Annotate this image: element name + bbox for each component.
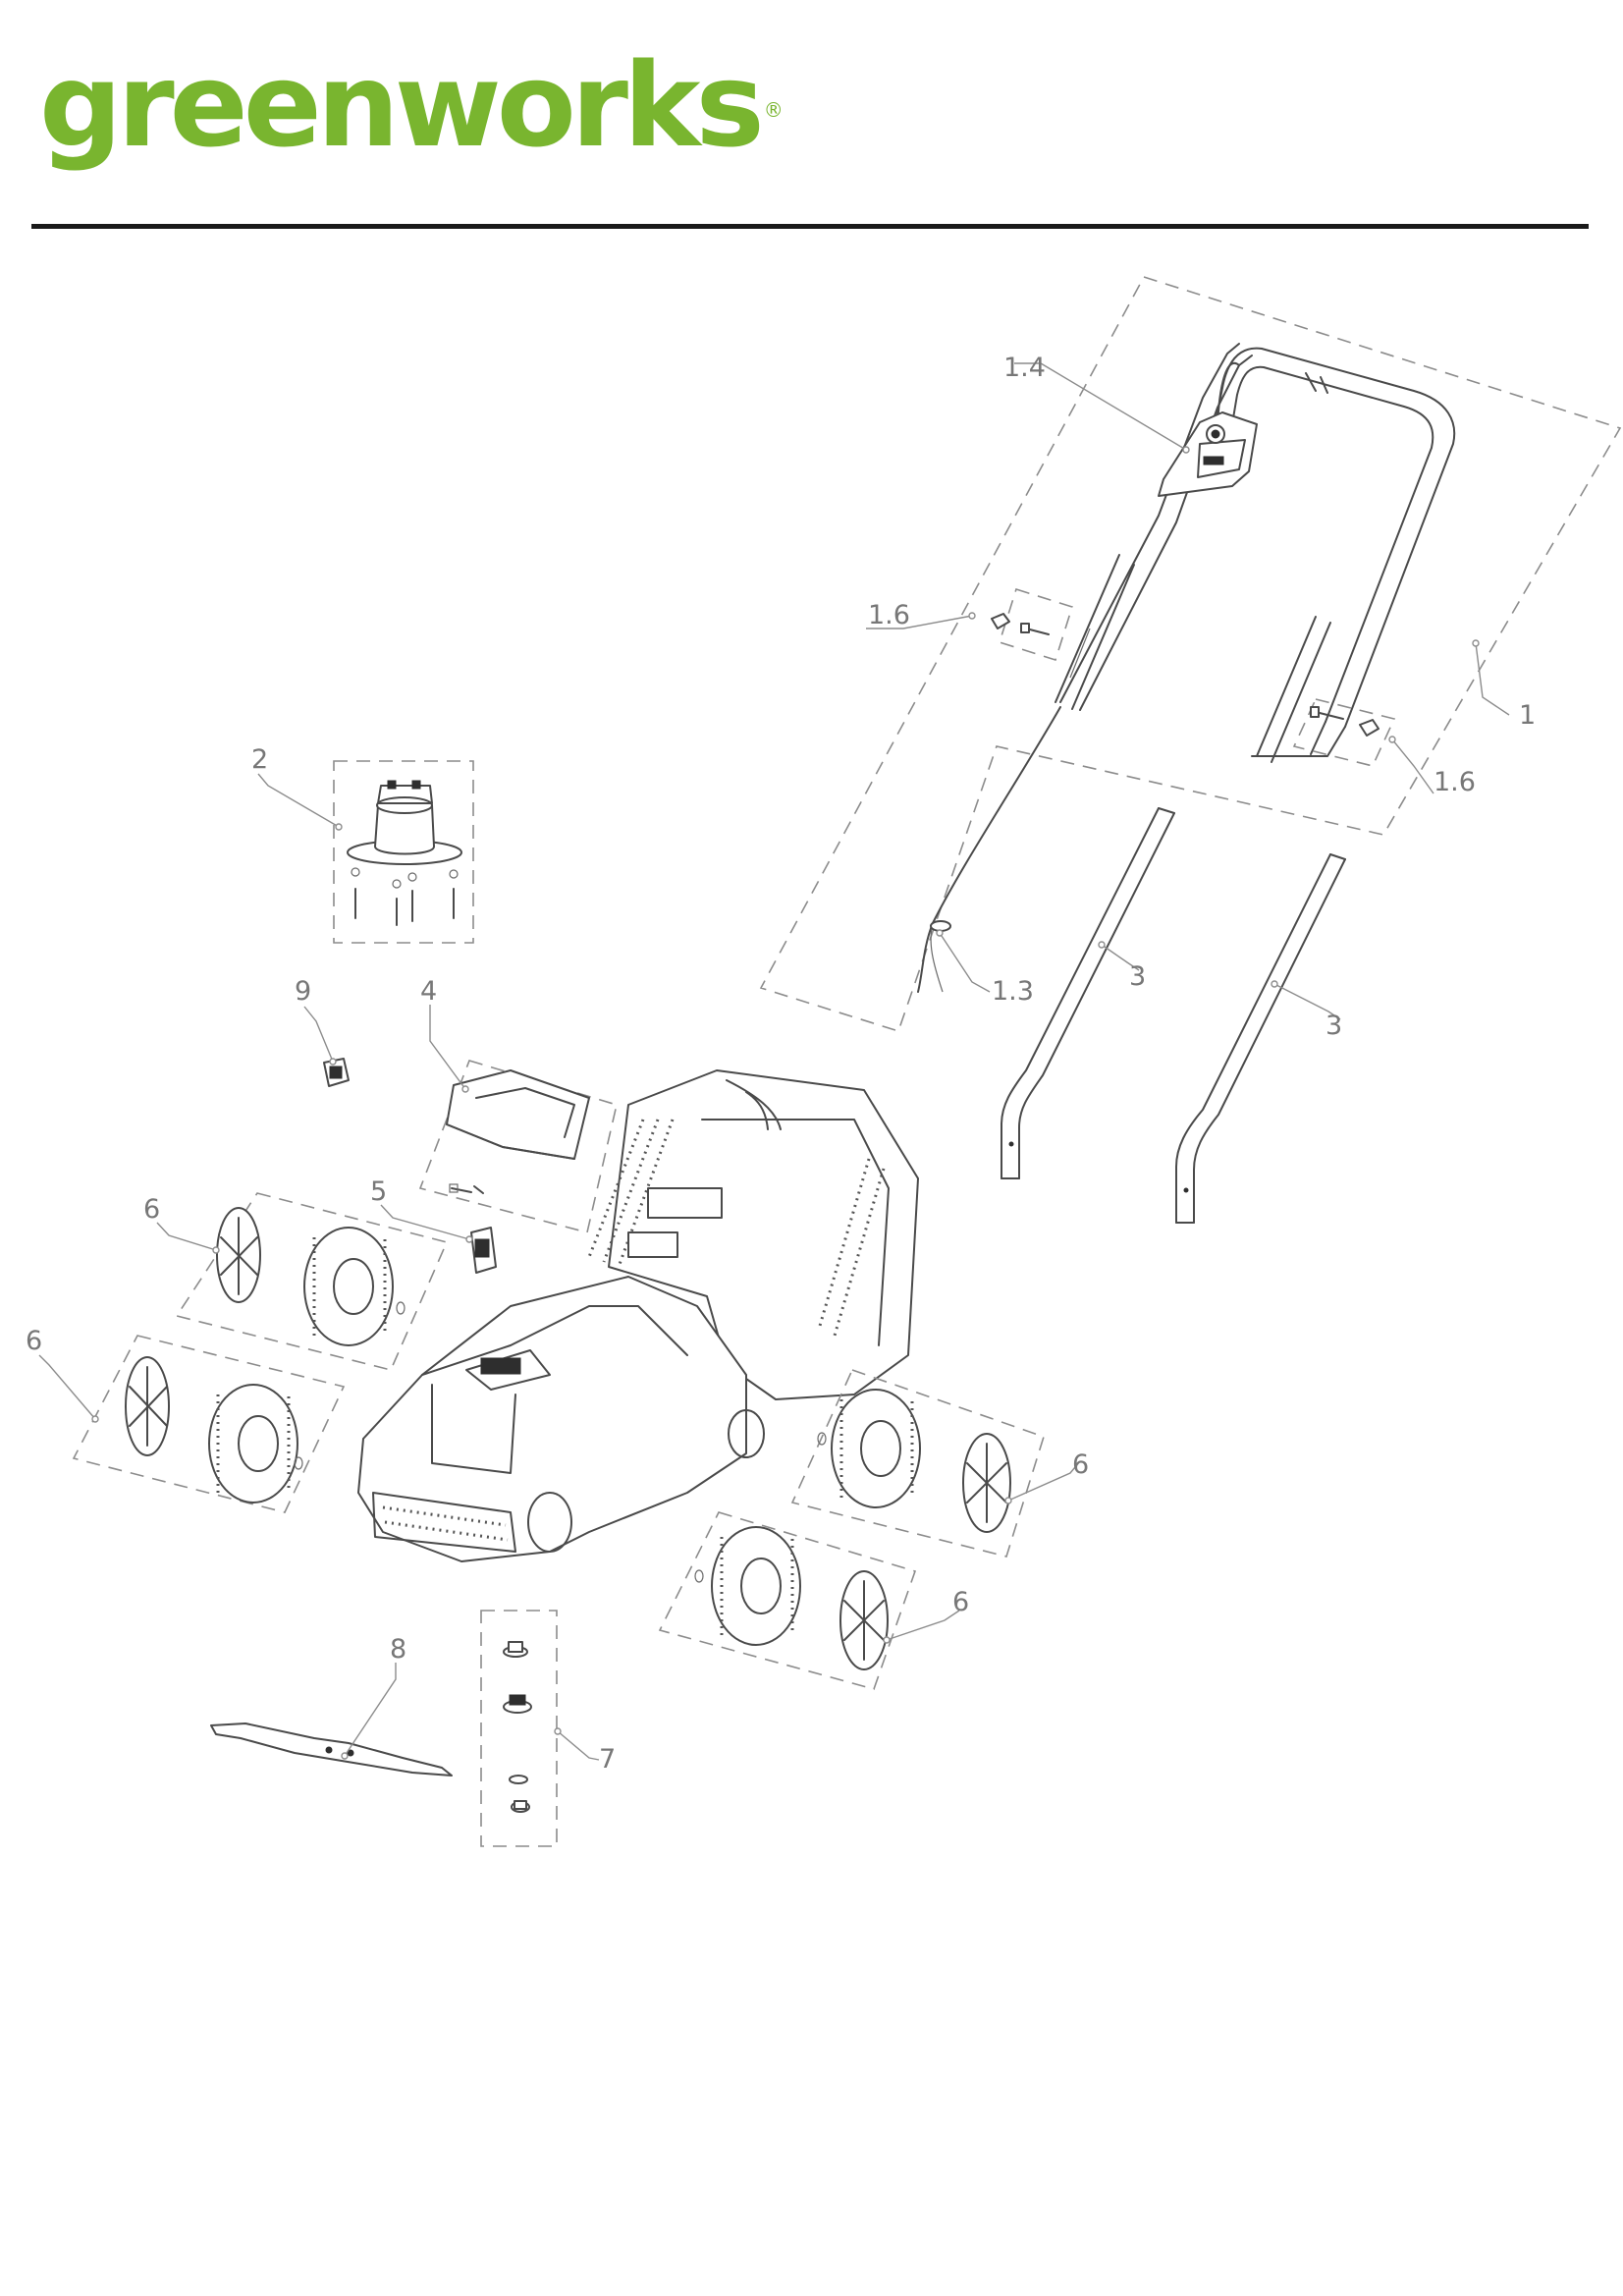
brand-wordmark: greenworks (39, 37, 765, 173)
callout-9: 9 (295, 976, 311, 1007)
knob-right (1310, 706, 1380, 737)
knob-left-box (998, 587, 1074, 662)
callout-1: 1 (1519, 700, 1536, 731)
callout-6-rear-left: 6 (26, 1326, 42, 1356)
lower-handle-right (1175, 853, 1346, 1224)
callout-leaders (38, 362, 1510, 1761)
fixing-kit-dashed-box (480, 1610, 558, 1847)
wheel-front-right (790, 1369, 1045, 1558)
blade-fixing-kit (480, 1610, 558, 1847)
callout-3-right: 3 (1325, 1011, 1342, 1041)
callout-1-6-right: 1.6 (1434, 767, 1476, 797)
callout-1-3: 1.3 (992, 976, 1034, 1007)
lower-handle-left (1001, 807, 1175, 1179)
motor (333, 760, 474, 944)
knob-left (991, 613, 1050, 635)
greenworks-logo: greenworks ® (39, 47, 784, 185)
switch-unit (323, 1058, 350, 1087)
callout-6-rear-right: 6 (952, 1587, 969, 1617)
callout-2: 2 (251, 744, 268, 775)
power-cable (917, 706, 1061, 993)
handle-assembly-dashed-box (759, 276, 1622, 1032)
callout-8: 8 (390, 1634, 406, 1665)
wheel-front-left (175, 1192, 449, 1371)
battery-cover (418, 1060, 618, 1233)
callout-5: 5 (370, 1176, 387, 1207)
wheel-rear-right (658, 1511, 917, 1690)
upper-handle-assembly (759, 276, 1622, 1032)
callout-4: 4 (420, 976, 437, 1007)
callout-labels: 1.4 1.6 1 1.6 1.3 2 3 3 4 5 9 6 6 6 6 7 … (26, 353, 1536, 1775)
callout-6-front-left: 6 (143, 1194, 160, 1225)
mower-deck (357, 1069, 919, 1562)
callout-3-left: 3 (1129, 961, 1146, 992)
switch-box (1158, 411, 1258, 497)
motor-dashed-box (333, 760, 474, 944)
callout-6-front-right: 6 (1072, 1449, 1089, 1480)
safety-key (470, 1227, 497, 1274)
header-divider (31, 224, 1589, 229)
callout-1-6-left: 1.6 (868, 600, 910, 630)
knob-right-box (1292, 698, 1396, 767)
wheel-rear-left (72, 1335, 346, 1513)
page-header: greenworks ® (0, 0, 1623, 236)
grass-collector (608, 1069, 919, 1400)
registered-mark: ® (763, 98, 784, 122)
blade (210, 1722, 453, 1777)
upper-handle-left-bar (1059, 343, 1240, 703)
callout-1-4: 1.4 (1003, 353, 1046, 383)
callout-7: 7 (599, 1744, 616, 1775)
